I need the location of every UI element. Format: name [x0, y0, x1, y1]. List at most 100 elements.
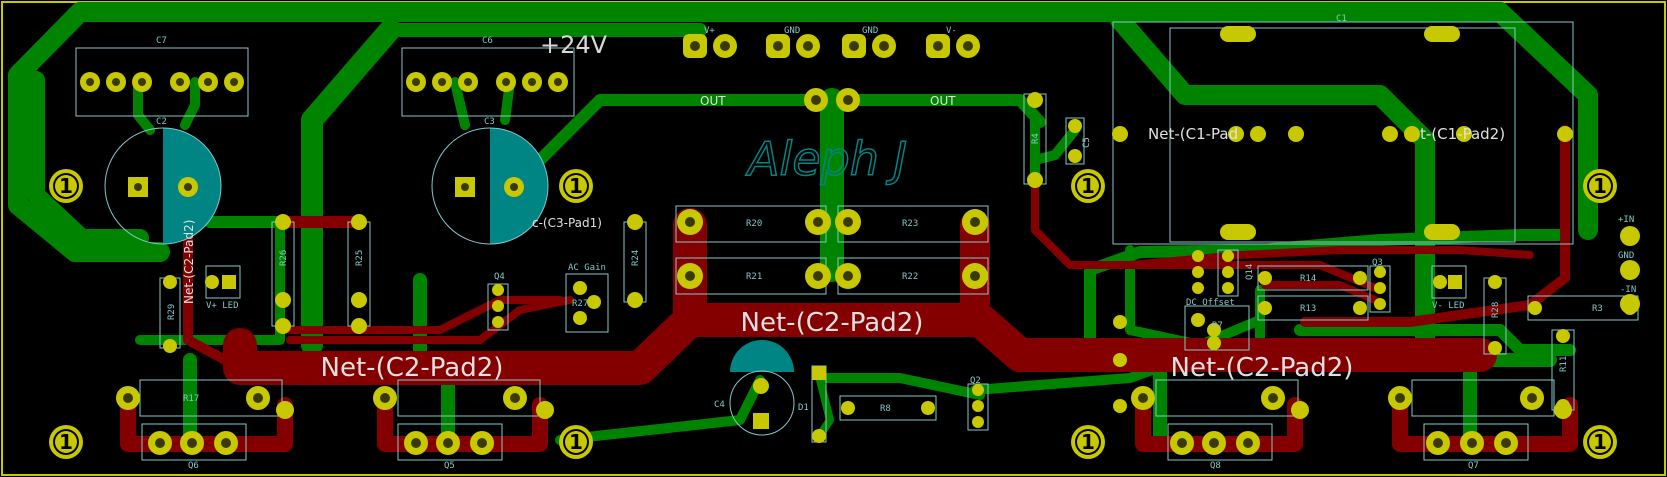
pad — [573, 311, 587, 325]
pad-hole — [843, 271, 853, 281]
mounting-hole: 1 — [1071, 169, 1105, 203]
pad-hole — [1433, 438, 1443, 448]
pad-hole — [843, 95, 853, 105]
net-label-c2-left: Net-(C2-Pad2) — [321, 353, 504, 383]
pad — [1488, 275, 1502, 289]
ref-r20: R20 — [746, 219, 762, 229]
pad — [1528, 301, 1542, 315]
pad — [1068, 149, 1082, 163]
silkscreen-text: C7 C6 C1 C2 C3 C4 C5 R20 R21 R23 R22 R26… — [156, 14, 1636, 471]
q8-outline — [1155, 379, 1299, 417]
dc-offset-outline — [1184, 305, 1250, 351]
pad — [1191, 313, 1205, 327]
pad — [205, 275, 219, 289]
ref-c1: C1 — [1336, 14, 1347, 24]
copper-trace-q7-out — [1392, 390, 1578, 452]
pad-hole — [1209, 438, 1219, 448]
pad — [275, 292, 291, 308]
pad-holes — [86, 41, 1537, 448]
pad-hole — [155, 438, 165, 448]
pad — [1027, 92, 1043, 108]
pad-hole — [1138, 393, 1148, 403]
ref-c3: C3 — [484, 117, 495, 127]
pad — [921, 401, 935, 415]
pad — [1222, 282, 1234, 294]
pad — [275, 214, 291, 230]
pad-hole — [187, 438, 197, 448]
pad — [1557, 126, 1573, 142]
copper-trace-c7 — [133, 77, 200, 135]
copper-trace-q4-net — [286, 296, 574, 344]
ref-c6: C6 — [482, 36, 493, 46]
ref-gnd-in: GND — [1618, 251, 1634, 261]
pad — [1068, 119, 1082, 133]
c2-outline — [104, 127, 222, 245]
ref-d1: D1 — [798, 403, 809, 413]
pad-hole — [86, 78, 94, 86]
ref-gnd-2: GND — [862, 26, 878, 36]
pad-hole — [970, 217, 980, 227]
pad — [536, 401, 554, 419]
ref-q14: Q14 — [1245, 264, 1255, 280]
copper-trace-c2-left — [223, 303, 707, 385]
pad — [351, 292, 367, 308]
ref-q2: Q2 — [970, 376, 981, 386]
pad — [627, 214, 643, 230]
pad — [841, 401, 855, 415]
copper-trace-q5-out — [377, 390, 548, 452]
pad — [812, 429, 826, 443]
net-labels: +24V Net-(C2-Pad2) Net-(C2-Pad2) Net-(C2… — [182, 31, 1505, 383]
pad-hole — [502, 78, 510, 86]
q7-body-outline — [1423, 423, 1529, 461]
pad-hole — [412, 78, 420, 86]
mounting-hole-label: 1 — [59, 174, 73, 198]
pad — [753, 378, 769, 394]
mounting-hole-label: 1 — [1081, 174, 1095, 198]
ref-r23: R23 — [902, 219, 918, 229]
pad-hole — [1243, 438, 1253, 448]
net-label-c2-center: Net-(C2-Pad2) — [741, 308, 924, 338]
ref-minus-in: -IN — [1620, 285, 1636, 295]
pad-hole — [685, 217, 695, 227]
pad — [1220, 26, 1256, 42]
ref-r21: R21 — [746, 272, 762, 282]
ref-r7: R7 — [1212, 321, 1223, 331]
pad — [276, 401, 294, 419]
pad-hole — [813, 217, 823, 227]
pad-hole — [176, 78, 184, 86]
q5-outline — [397, 379, 541, 417]
pad-hole — [1501, 438, 1511, 448]
pad-hole — [811, 95, 821, 105]
pad-hole — [477, 438, 487, 448]
pad-hole — [970, 271, 980, 281]
pad — [1222, 266, 1234, 278]
pad — [573, 281, 587, 295]
pad — [1448, 275, 1462, 289]
pad — [1556, 329, 1570, 343]
pad — [222, 275, 236, 289]
copper-trace-outer-ring — [8, 2, 1598, 262]
mounting-hole-label: 1 — [1593, 430, 1607, 454]
pad — [1220, 224, 1256, 240]
pad — [1433, 275, 1447, 289]
r8-outline — [839, 395, 937, 421]
net-label-c2-right: Net-(C2-Pad2) — [1171, 353, 1354, 383]
pad — [1027, 172, 1043, 188]
ref-vplus: V+ — [704, 26, 715, 36]
signature: Aleph J — [745, 132, 907, 186]
pad — [163, 275, 177, 289]
ref-r13: R13 — [1300, 304, 1316, 314]
copper-trace-r4-q3 — [1031, 181, 1384, 294]
pad — [1353, 301, 1367, 315]
pad — [1620, 260, 1640, 280]
pad-hole — [510, 183, 518, 191]
mounting-hole: 1 — [1583, 425, 1617, 459]
copper-trace-24v — [301, 19, 401, 356]
ref-vminus: V- — [946, 26, 957, 36]
ref-r8: R8 — [880, 404, 891, 414]
ref-plus-in: +IN — [1618, 215, 1634, 225]
ref-r24: R24 — [631, 250, 641, 266]
copper-trace-q6-out — [120, 390, 293, 452]
net-label-c1-left: Net-(C1-Pad — [1148, 125, 1238, 143]
pad-hole — [1268, 393, 1278, 403]
